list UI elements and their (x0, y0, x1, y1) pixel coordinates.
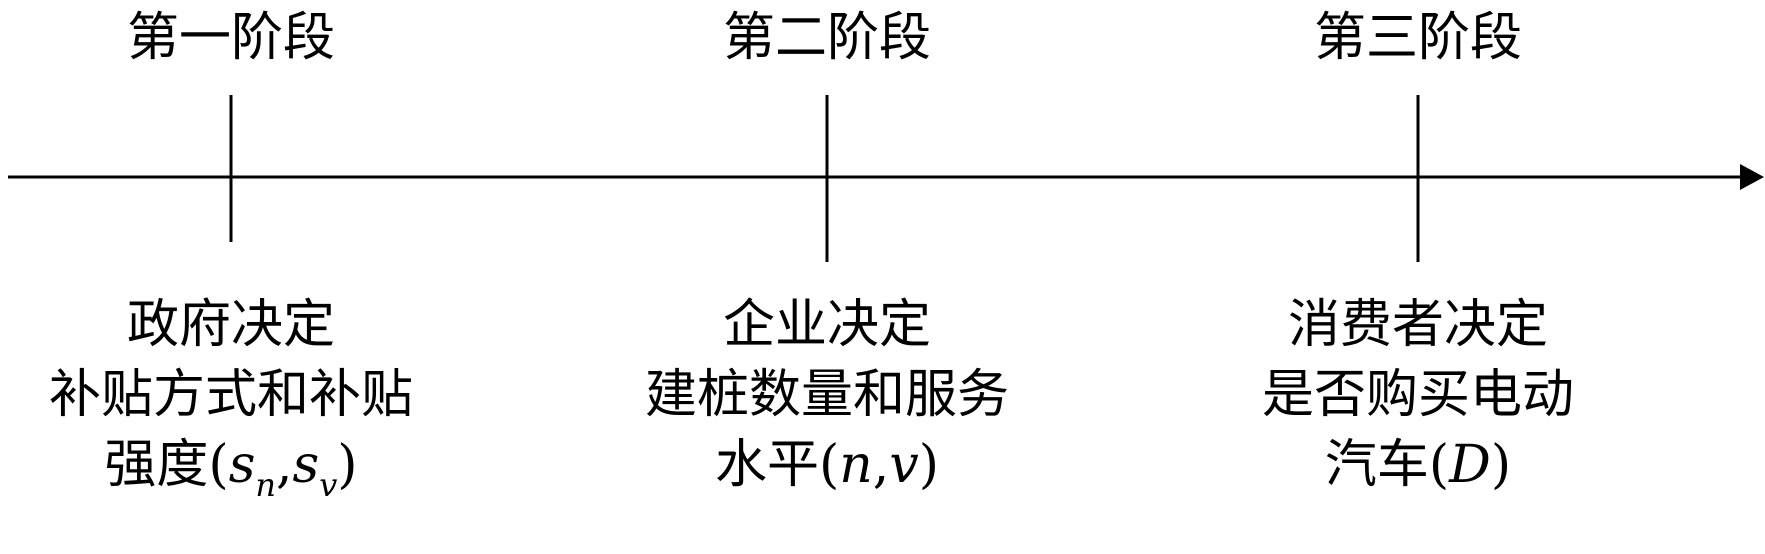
description-line: 建桩数量和服务 (644, 365, 1009, 425)
stage-2-title: 第二阶段 (722, 8, 931, 68)
description-line: 消费者决定 (1287, 295, 1548, 355)
math-var: D (1449, 435, 1491, 495)
math-sub: n (255, 466, 276, 504)
description-line: 强度(sn,sv) (104, 435, 358, 504)
description-line: 是否购买电动 (1261, 365, 1574, 425)
math-var: s (228, 435, 256, 495)
description-line: 政府决定 (126, 295, 335, 355)
description-line: 企业决定 (722, 295, 931, 355)
math-var: v (889, 435, 919, 495)
text: ) (918, 435, 939, 495)
text: ) (337, 435, 358, 495)
text: 水平( (714, 435, 840, 495)
math-var: s (292, 435, 320, 495)
arrow-head-icon (1740, 164, 1764, 190)
text: 汽车( (1324, 435, 1450, 495)
text: 强度( (104, 435, 229, 495)
stage-3-title: 第三阶段 (1313, 8, 1522, 68)
stage-1-title: 第一阶段 (126, 8, 335, 68)
text: ) (1490, 435, 1512, 495)
stage-1-description: 政府决定 补贴方式和补贴 强度(sn,sv) (0, 290, 491, 520)
description-line: 补贴方式和补贴 (48, 365, 413, 425)
description-line: 水平(n,v) (714, 435, 939, 495)
math-var: n (839, 435, 873, 495)
stage-2-description: 企业决定 建桩数量和服务 水平(n,v) (567, 290, 1087, 500)
stage-3-description: 消费者决定 是否购买电动 汽车(D) (1158, 290, 1678, 500)
math-sub: v (319, 466, 338, 504)
description-line: 汽车(D) (1158, 430, 1678, 500)
